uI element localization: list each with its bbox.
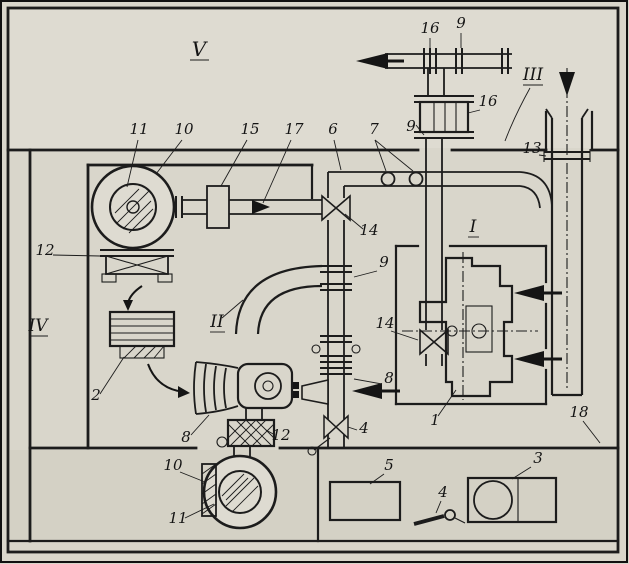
air-supply-piping (182, 185, 361, 456)
fan-base (105, 255, 169, 275)
callout-10-blower: 10 (163, 456, 183, 474)
callout-7: 7 (369, 120, 379, 138)
flow-arrows (123, 53, 562, 399)
pipe-fitting-7a (380, 171, 396, 187)
callout-14-engine-valve: 14 (375, 314, 394, 332)
callout-4-tool: 4 (437, 483, 448, 501)
callout-room-v: V (192, 37, 209, 61)
flow-arrow-engine-upper (514, 285, 544, 301)
callout-12-casing: 12 (271, 426, 290, 444)
callout-room-i: I (469, 217, 477, 237)
callout-2-heater: 2 (90, 386, 101, 404)
callout-15: 15 (240, 120, 259, 138)
branch-pipe-6 (327, 171, 553, 209)
bottom-equipment (328, 476, 558, 526)
callout-14-tee-valve: 14 (359, 221, 378, 239)
callout-9-joint: 9 (379, 253, 389, 271)
callout-12-fan-base: 12 (35, 241, 54, 259)
callout-room-iv: IV (28, 316, 50, 336)
flow-arrow-into-bell (352, 383, 382, 399)
callouts: V 16 9 III 16 9 13 11 10 15 17 6 7 12 IV… (28, 14, 601, 527)
callout-room-ii: II (209, 312, 224, 332)
flow-arrow-engine-lower (514, 351, 544, 367)
curved-duct (234, 264, 323, 335)
tee-valve-14 (321, 194, 338, 222)
callout-11-fan: 11 (129, 120, 148, 138)
air-heater (108, 310, 176, 359)
callout-13: 13 (522, 139, 541, 157)
flow-arrow-fan-to-heater (123, 300, 133, 311)
callout-3-unit: 3 (533, 449, 543, 467)
callout-9-pipe: 9 (456, 14, 466, 32)
centrifugal-fan (90, 164, 183, 283)
callout-8-horn: 8 (181, 428, 191, 446)
blower-unit (201, 446, 278, 530)
callout-16-silencer: 16 (478, 92, 498, 110)
filter-casing-12 (226, 418, 276, 448)
callout-6: 6 (328, 120, 338, 138)
callout-8-bell: 8 (384, 369, 394, 387)
callout-1-engine: 1 (430, 411, 440, 429)
callout-5-tank: 5 (384, 456, 394, 474)
callout-18: 18 (569, 403, 588, 421)
air-cleaner-assembly (193, 361, 294, 448)
callout-16-pipe: 16 (420, 19, 440, 37)
flow-arrow-intake-down (559, 72, 575, 96)
main-engine (402, 252, 538, 400)
valve-4 (323, 414, 338, 440)
exhaust-piping (385, 48, 512, 366)
callout-4-valve: 4 (358, 419, 369, 437)
hand-tool-4 (413, 509, 466, 526)
callout-11-blower: 11 (168, 509, 187, 527)
inline-unit-15 (206, 185, 230, 229)
room-v-area (10, 10, 616, 148)
tank-5 (328, 480, 402, 522)
air-intake-duct (543, 68, 591, 397)
engine-valve-14 (419, 328, 436, 356)
flow-arrow-heater-to-cleaner (178, 386, 190, 398)
callout-9-silencer-flange: 9 (406, 117, 416, 135)
suction-bell-8 (301, 378, 329, 405)
pipe-fitting-7b (408, 171, 424, 187)
callout-17: 17 (284, 120, 304, 138)
flow-arrow-pipe-direction (252, 200, 270, 214)
callout-10-fan: 10 (174, 120, 194, 138)
bottom-strip-area (10, 450, 616, 540)
unit-3 (466, 476, 558, 524)
blower-mount (201, 463, 217, 517)
flow-arrow-exhaust-out (356, 53, 388, 69)
callout-room-iii: III (522, 65, 543, 85)
